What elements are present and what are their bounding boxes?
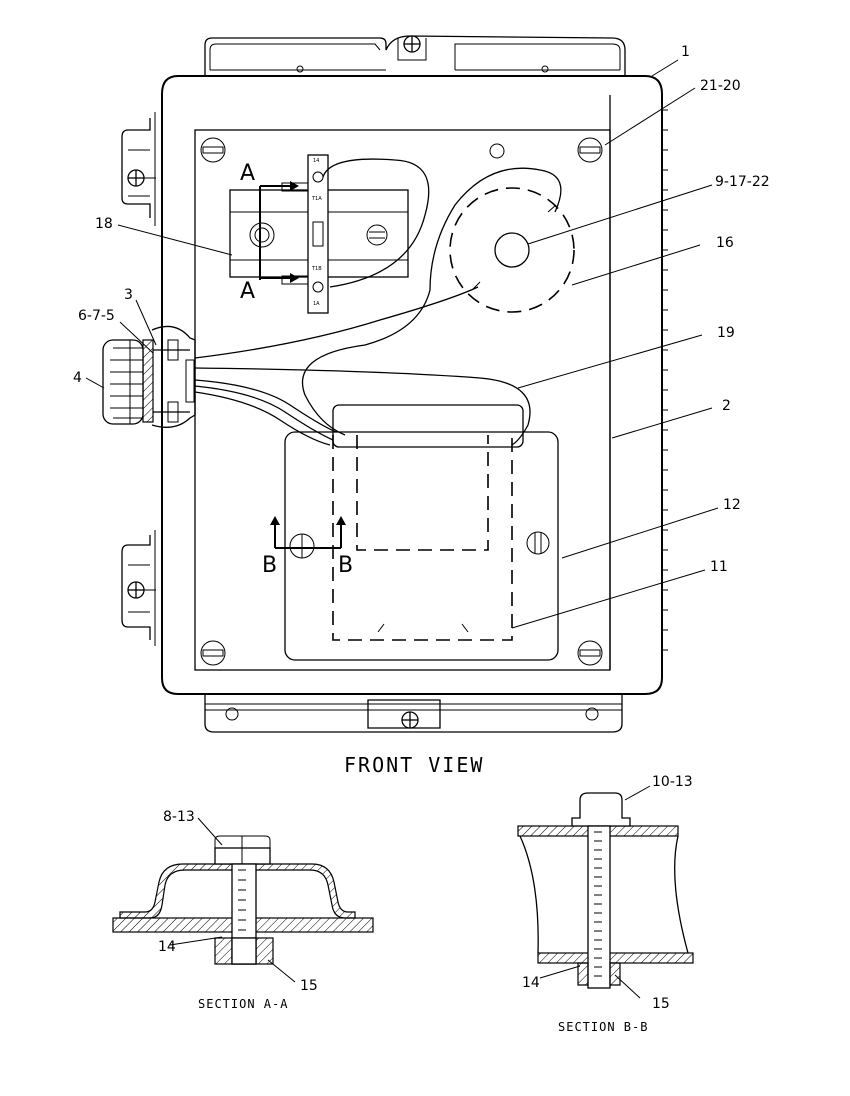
cable-gland <box>142 325 196 428</box>
panel-screw-top-left <box>200 137 226 163</box>
lower-hinge <box>121 530 156 646</box>
callout-14-section-b: 14 <box>522 975 540 991</box>
section-marker-a-bottom: A <box>240 279 255 304</box>
callout-15-section-b: 15 <box>652 996 670 1012</box>
section-b-b: 10-13 14 15 SECTION B-B <box>517 774 694 1034</box>
terminal-label-1: 14 <box>313 158 319 164</box>
transformer-bracket <box>284 404 559 661</box>
panel-screw-top-right <box>577 137 603 163</box>
panel-screw-bottom-left <box>200 640 226 666</box>
section-marker-a-top: A <box>240 161 255 186</box>
section-marker-b-right: B <box>338 553 353 578</box>
bottom-flange <box>204 694 623 733</box>
right-edge-scale <box>662 109 668 651</box>
enclosure-body <box>161 75 668 695</box>
callout-18: 18 <box>95 216 113 232</box>
section-b-b-title: SECTION B-B <box>558 1020 648 1034</box>
section-a-a: 8-13 14 15 SECTION A-A <box>112 809 374 1011</box>
speaker-assembly <box>449 187 575 313</box>
mounting-panel <box>194 129 611 671</box>
callout-15-section-a: 15 <box>300 978 318 994</box>
terminal-label-3: T1B <box>311 266 322 272</box>
section-a-cut-line: A A <box>240 161 299 304</box>
terminal-label-2: T1A <box>311 196 322 202</box>
callout-21-20: 21-20 <box>700 78 741 94</box>
callout-6-7-5: 6-7-5 <box>78 308 115 324</box>
knob <box>102 339 144 425</box>
top-flange <box>204 35 626 76</box>
callout-1: 1 <box>681 44 690 60</box>
section-b-cut-line: B B <box>262 516 353 578</box>
callout-16: 16 <box>716 235 734 251</box>
section-a-a-title: SECTION A-A <box>198 997 288 1011</box>
leader-lines <box>85 59 719 629</box>
callout-4: 4 <box>73 370 82 386</box>
callout-9-17-22: 9-17-22 <box>715 174 770 190</box>
callout-14-section-a: 14 <box>158 939 176 955</box>
callout-3: 3 <box>124 287 133 303</box>
front-view: 14 T1A T1B 1A A A <box>73 35 770 777</box>
callout-8-13: 8-13 <box>163 809 195 825</box>
wiring <box>194 158 562 446</box>
terminal-strip-assembly: 14 T1A T1B 1A <box>229 154 409 314</box>
callout-19: 19 <box>717 325 735 341</box>
callout-12: 12 <box>723 497 741 513</box>
panel-screw-bottom-right <box>577 640 603 666</box>
front-view-title: FRONT VIEW <box>344 753 484 777</box>
upper-hinge <box>121 112 156 226</box>
front-view-callouts: 1 21-20 9-17-22 16 18 3 6-7-5 4 19 2 12 … <box>73 44 770 575</box>
callout-10-13: 10-13 <box>652 774 693 790</box>
callout-2: 2 <box>722 398 731 414</box>
callout-11: 11 <box>710 559 728 575</box>
section-marker-b-left: B <box>262 553 277 578</box>
screw-threads-b <box>594 831 602 977</box>
terminal-label-4: 1A <box>313 301 320 307</box>
